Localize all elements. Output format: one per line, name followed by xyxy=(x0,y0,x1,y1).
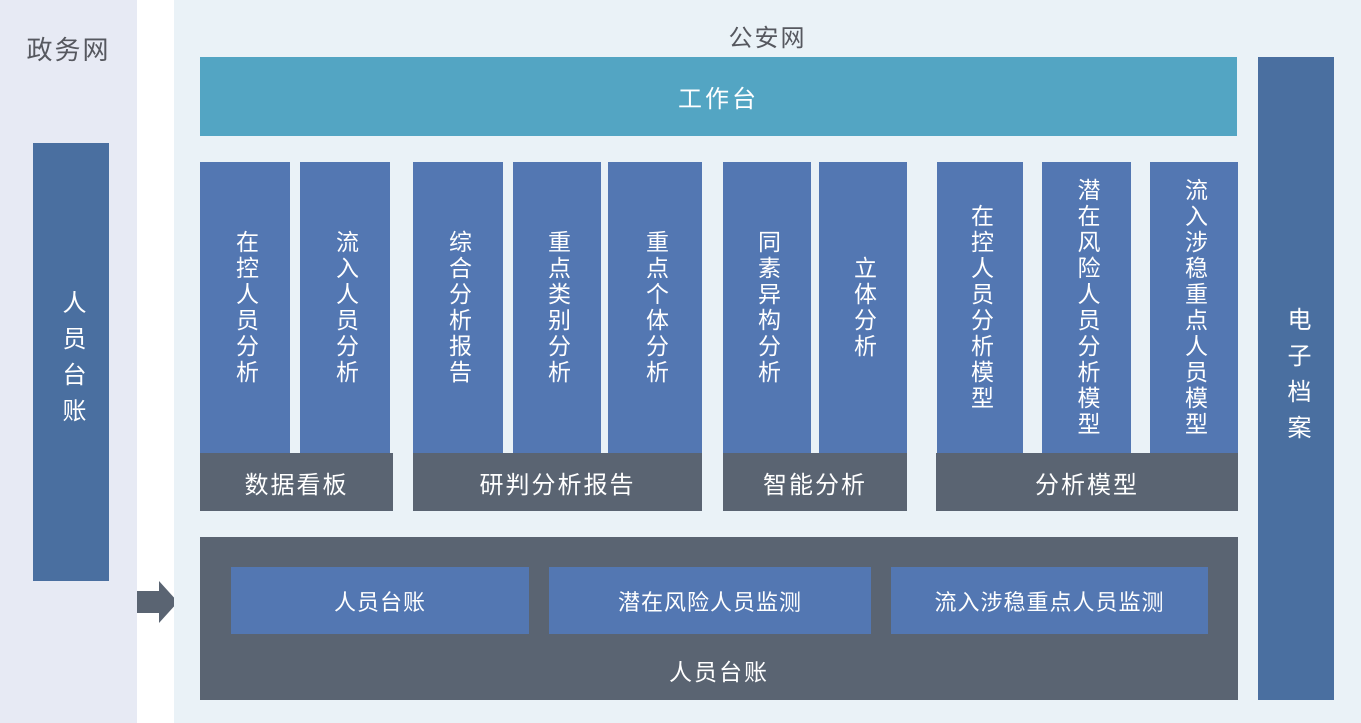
column-key-category-analysis: 重点类别分析 xyxy=(513,162,601,453)
column-key-individual-analysis: 重点个体分析 xyxy=(608,162,702,453)
column-stereo-analysis: 立体分析 xyxy=(819,162,907,453)
button-personnel-ledger: 人员台账 xyxy=(231,567,529,634)
personnel-ledger-bar-label: 人员台账 xyxy=(58,290,85,434)
column-comprehensive-analysis-report: 综合分析报告 xyxy=(413,162,503,453)
column-label: 同素异构分析 xyxy=(754,229,781,386)
column-label: 在控人员分析模型 xyxy=(967,203,994,412)
column-label: 流入人员分析 xyxy=(332,229,359,386)
flow-arrow-icon xyxy=(137,581,178,623)
flow-arrow-stem xyxy=(137,591,159,613)
flow-arrow-head xyxy=(159,581,178,623)
column-inflow-personnel-analysis: 流入人员分析 xyxy=(300,162,390,453)
column-label: 在控人员分析 xyxy=(232,229,259,386)
police-network-title: 公安网 xyxy=(728,25,807,52)
group-label-analysis-report: 研判分析报告 xyxy=(413,453,702,511)
button-inflow-key-personnel-monitoring: 流入涉稳重点人员监测 xyxy=(891,567,1208,634)
column-label: 综合分析报告 xyxy=(445,229,472,386)
column-controlled-personnel-analysis: 在控人员分析 xyxy=(200,162,290,453)
group-label-analysis-model: 分析模型 xyxy=(936,453,1238,511)
column-label: 重点类别分析 xyxy=(544,229,571,386)
personnel-ledger-panel-label: 人员台账 xyxy=(669,659,769,685)
column-label: 流入涉稳重点人员模型 xyxy=(1181,177,1208,438)
button-potential-risk-monitoring: 潜在风险人员监测 xyxy=(549,567,871,634)
electronic-archive-bar: 电子档案 xyxy=(1258,57,1334,700)
column-label: 立体分析 xyxy=(850,255,877,360)
electronic-archive-bar-label: 电子档案 xyxy=(1283,306,1310,451)
gov-network-title: 政务网 xyxy=(26,35,111,65)
workbench-bar: 工作台 xyxy=(200,57,1237,136)
group-label-intelligent-analysis: 智能分析 xyxy=(723,453,907,511)
personnel-ledger-panel: 人员台账 潜在风险人员监测 流入涉稳重点人员监测 人员台账 xyxy=(200,537,1238,700)
column-potential-risk-personnel-analysis-model: 潜在风险人员分析模型 xyxy=(1042,162,1131,453)
column-label: 潜在风险人员分析模型 xyxy=(1074,177,1100,438)
group-label-data-dashboard: 数据看板 xyxy=(200,453,393,511)
column-label: 重点个体分析 xyxy=(642,229,669,386)
gov-network-panel: 政务网 人员台账 xyxy=(0,0,137,723)
column-controlled-personnel-analysis-model: 在控人员分析模型 xyxy=(937,162,1023,453)
police-network-panel: 公安网 工作台 在控人员分析 流入人员分析 数据看板 综合分析报告 重点类别分析… xyxy=(174,0,1361,723)
column-inflow-stability-key-personnel-model: 流入涉稳重点人员模型 xyxy=(1150,162,1238,453)
column-isomer-analysis: 同素异构分析 xyxy=(723,162,811,453)
personnel-ledger-bar: 人员台账 xyxy=(33,143,109,581)
